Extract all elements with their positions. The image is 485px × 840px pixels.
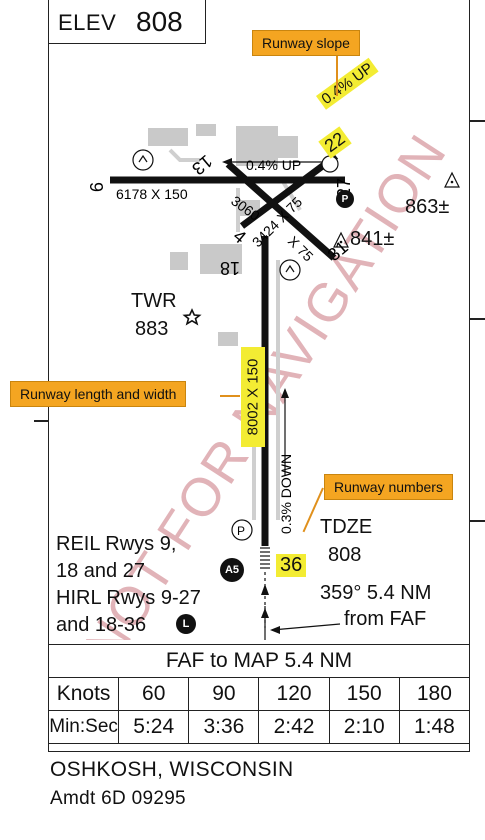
runway-13-31 xyxy=(225,161,337,261)
tower-label: TWR xyxy=(131,290,177,312)
table-cell-time: 3:36 xyxy=(188,710,260,744)
parking-p-icon: P xyxy=(336,190,354,208)
table-title: FAF to MAP 5.4 NM xyxy=(48,644,470,678)
callout-runway-slope: Runway slope xyxy=(252,30,360,56)
approach-arrow-head xyxy=(261,608,269,618)
lighting-note-line-1: REIL Rwys 9, xyxy=(56,533,177,555)
faf-pointer-head xyxy=(270,626,280,634)
approach-light-icon xyxy=(279,259,301,281)
frame-tick xyxy=(470,318,485,320)
runway-end-36: 36 xyxy=(276,554,307,577)
tdze-value: 808 xyxy=(328,544,362,566)
runway-end-18: 18 xyxy=(220,258,240,278)
runway-18-36-dims-highlight xyxy=(241,347,265,447)
obstacle-symbol xyxy=(444,171,460,188)
faf-to-map-table: FAF to MAP 5.4 NM Knots 60 90 120 150 18… xyxy=(47,644,471,744)
airport-diagram: NOT FOR NAVIGATION xyxy=(72,124,460,640)
runway-end-9: 9 xyxy=(86,182,106,192)
lighting-note-line-4: and 18-36 xyxy=(56,614,147,636)
runway-9-27-slope: 0.4% UP xyxy=(246,157,301,173)
runway-end-13: 13 xyxy=(188,151,216,179)
threshold-bars xyxy=(260,547,270,569)
callout-runway-slope-leader xyxy=(336,56,338,96)
table-row-time: Min:Sec 5:24 3:36 2:42 2:10 1:48 xyxy=(47,710,471,744)
faf-from-label: from FAF xyxy=(344,608,427,630)
runway-18-36-dims: 8002 X 150 xyxy=(245,359,262,436)
parking-label: P xyxy=(237,524,245,538)
airport-name: OSHKOSH, WISCONSIN xyxy=(50,758,294,781)
row-header-knots: Knots xyxy=(47,677,120,711)
lighting-note-line-2: 18 and 27 xyxy=(56,560,145,582)
frame-tick xyxy=(34,420,48,422)
tdze-label: TDZE xyxy=(320,516,373,538)
elevation-label: ELEV xyxy=(58,10,117,35)
table-cell-knots: 180 xyxy=(398,677,471,711)
runway-9-27-dims: 6178 X 150 xyxy=(116,186,188,202)
tower-elevation: 883 xyxy=(135,318,169,340)
amendment-label: Amdt 6D 09295 xyxy=(50,788,186,809)
frame-tick xyxy=(470,520,485,522)
row-header-minsec: Min:Sec xyxy=(47,710,120,744)
tower-star-icon xyxy=(182,308,202,326)
slope-arrow-9-27-head xyxy=(222,158,232,166)
runway-4-22 xyxy=(239,153,339,229)
centerline-arrow xyxy=(261,584,269,595)
buildings xyxy=(148,124,298,346)
table-cell-knots: 120 xyxy=(258,677,330,711)
table-cell-time: 1:48 xyxy=(398,710,471,744)
elevation-box xyxy=(48,0,206,44)
obstacle-symbol xyxy=(333,231,349,248)
faf-bearing-distance: 359° 5.4 NM xyxy=(320,582,432,604)
frame-tick xyxy=(470,120,485,122)
parking-icon xyxy=(231,519,253,541)
table-title-row: FAF to MAP 5.4 NM xyxy=(48,644,470,678)
callout-runway-length-width: Runway length and width xyxy=(10,381,187,407)
table-cell-time: 2:10 xyxy=(328,710,400,744)
runway-end-36-text: 36 xyxy=(280,554,303,576)
pilot-controlled-lighting-icon: L xyxy=(176,614,196,634)
table-cell-time: 2:42 xyxy=(258,710,330,744)
table-cell-knots: 150 xyxy=(328,677,400,711)
parking-p-text: P xyxy=(341,193,349,205)
approach-light-a5-icon: A5 xyxy=(220,558,244,582)
runway-18-36-slope: 0.3% DOWN xyxy=(278,454,294,534)
obstacle-ne-elevation: 863± xyxy=(405,196,450,218)
slope-arrow-18-36-head xyxy=(281,388,289,398)
runway-18-36-dims-text: 8002 X 150 xyxy=(244,358,262,436)
obstacle-mid-elevation: 841± xyxy=(350,228,395,250)
table-cell-knots: 90 xyxy=(188,677,260,711)
elevation-value: 808 xyxy=(136,6,183,37)
approach-light-icon xyxy=(132,149,154,171)
chart-frame xyxy=(48,0,470,752)
lighting-note-line-3: HIRL Rwys 9-27 xyxy=(56,587,201,609)
table-row-knots: Knots 60 90 120 150 180 xyxy=(47,677,471,711)
approach-light-a5-text: A5 xyxy=(224,564,240,576)
callout-runway-numbers: Runway numbers xyxy=(324,474,453,500)
table-cell-knots: 60 xyxy=(118,677,190,711)
table-cell-time: 5:24 xyxy=(118,710,190,744)
callout-runway-length-leader xyxy=(220,395,240,397)
faf-pointer-line xyxy=(271,623,341,631)
pilot-controlled-lighting-text: L xyxy=(182,618,190,630)
